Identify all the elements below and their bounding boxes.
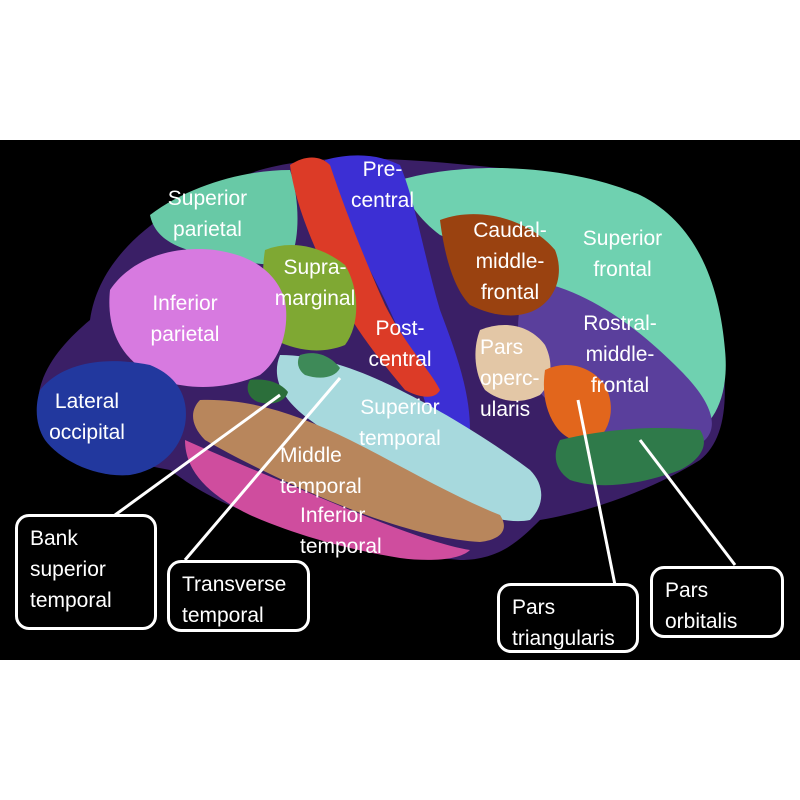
region-pre-central <box>325 155 470 436</box>
region-supra-marginal <box>263 245 357 351</box>
region-transverse-temporal <box>297 353 340 378</box>
callout-pars-triangularis: Pars triangularis <box>497 583 639 653</box>
callout-pars-orbitalis: Pars orbitalis <box>650 566 784 638</box>
label-supra-marginal: Supra- marginal <box>274 256 356 310</box>
label-middle-temporal: Middle temporal <box>280 444 362 498</box>
leader-transverse-temporal <box>183 377 342 561</box>
region-caudal-middle-frontal <box>440 214 559 316</box>
label-post-central: Post- central <box>368 317 432 371</box>
region-superior-parietal <box>150 170 298 265</box>
region-lateral-occipital <box>36 361 186 476</box>
callout-transverse-temporal: Transverse temporal <box>167 560 310 632</box>
region-middle-temporal <box>193 399 504 542</box>
leader-pars-triangularis <box>576 399 617 586</box>
leader-pars-orbitalis <box>638 439 737 566</box>
region-inferior-parietal <box>109 249 287 387</box>
label-superior-temporal: Superior temporal <box>359 396 441 450</box>
region-pars-opercularis <box>475 325 551 402</box>
label-caudal-middle-frontal: Caudal- middle- frontal <box>473 219 547 304</box>
leader-bank-superior-temporal <box>114 393 281 517</box>
brain-diagram-panel: Superior parietal Pre- central Supra- ma… <box>0 140 800 660</box>
label-pre-central: Pre- central <box>350 158 415 212</box>
region-post-central <box>290 157 440 397</box>
label-inferior-temporal: Inferior temporal <box>300 504 382 558</box>
label-superior-parietal: Superior parietal <box>167 187 248 241</box>
region-inferior-temporal <box>185 440 470 560</box>
brain-lateral-surface <box>36 155 737 586</box>
label-lateral-occipital: Lateral occipital <box>49 390 125 444</box>
region-pars-orbitalis <box>555 428 704 486</box>
label-pars-opercularis: Pars operc- ularis <box>480 336 540 421</box>
region-superior-temporal <box>276 355 542 522</box>
label-rostral-middle-frontal: Rostral- middle- frontal <box>583 312 657 397</box>
label-inferior-parietal: Inferior parietal <box>150 292 220 346</box>
callout-bank-superior-temporal: Bank superior temporal <box>15 514 157 630</box>
label-superior-frontal: Superior frontal <box>582 227 663 281</box>
